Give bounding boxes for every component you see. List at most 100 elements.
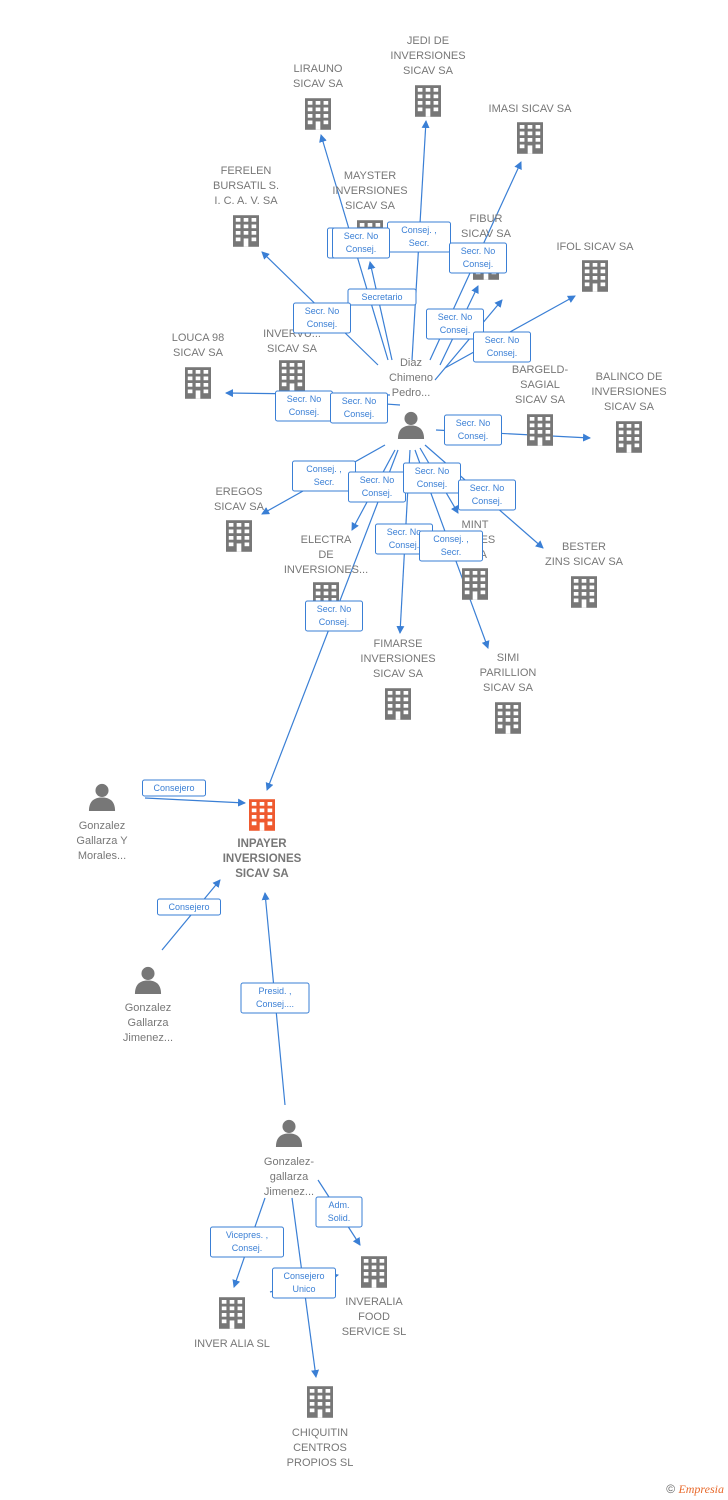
relation-label-text: Secr. [409,238,430,248]
node-invervu[interactable]: INVERVU...SICAV SA [263,328,321,392]
node-label: IFOL SICAV SA [556,241,634,253]
node-label: SICAV SA [604,401,655,413]
node-gz_jimenez1[interactable]: GonzalezGallarzaJimenez... [123,966,173,1044]
relation-label-e13[interactable]: Secr. No Consej. [348,471,406,503]
node-label: MAYSTER [344,170,396,182]
relation-label-text: Adm. [328,1200,349,1210]
node-label: I. C. A. V. SA [214,195,278,207]
relation-label-text: Consej. , [401,225,437,235]
relation-label-text: Consej. [362,488,393,498]
relation-label-text: Secr. No [360,475,395,485]
relation-label-text: Consej. [487,348,518,358]
node-label: EREGOS [215,486,262,498]
building-icon [462,568,488,600]
relation-label-text: Secr. No [342,396,377,406]
building-icon [571,576,597,608]
node-label: BURSATIL S. [213,180,279,192]
node-fibur[interactable]: FIBUR SICAV SA [461,213,512,280]
relation-label-text: Secretario [361,292,402,302]
node-imasi[interactable]: IMASI SICAV SA [489,103,573,154]
node-label: SICAV SA [403,65,454,77]
node-gz_jimenez2[interactable]: Gonzalez-gallarzaJimenez... [264,1119,314,1198]
node-label: BALINCO DE [596,371,663,383]
relation-label-text: Consej. [319,617,350,627]
node-diaz[interactable]: DiazChimenoPedro... [389,357,433,439]
relation-label-e17[interactable]: Consej. ,Secr. [419,530,483,562]
copyright-icon: © [666,1482,676,1496]
node-label: SICAV SA [461,228,512,240]
node-label: SICAV SA [483,682,534,694]
node-label: INPAYER [237,838,287,850]
node-label: Pedro... [392,387,431,399]
relation-label-e4[interactable]: Secretario [347,288,417,306]
relation-label-e10[interactable]: Secr. No Consej. [330,392,388,424]
person-icon [134,966,162,994]
relation-edge-e19 [144,797,246,807]
node-label: Gonzalez- [264,1156,314,1168]
building-icon [616,421,642,453]
relation-label-text: Secr. No [387,527,422,537]
node-label: Gonzalez [125,1002,171,1014]
relation-label-e23[interactable]: Vicepres. ,Consej. [210,1226,284,1258]
node-label: LIRAUNO [294,63,343,75]
node-electra[interactable]: ELECTRADEINVERSIONES... [284,534,368,614]
relation-label-text: Secr. No [287,394,322,404]
building-icon [415,85,441,117]
copyright-watermark: © Empresia [666,1482,724,1497]
node-ferelen[interactable]: FERELEN BURSATIL S. I. C. A. V. SA [213,165,279,247]
relation-label-e12[interactable]: Consej. ,Secr. [292,460,356,492]
relation-label-text: Consej. , [306,464,342,474]
node-label: PROPIOS SL [287,1457,354,1469]
node-label: Jimenez... [123,1032,173,1044]
relation-label-e19[interactable]: Consejero [142,779,206,797]
node-label: FIBUR [470,213,503,225]
node-inver_alia[interactable]: INVER ALIA SL [194,1297,270,1350]
relation-label-text: Secr. No [470,483,505,493]
relation-label-e22[interactable]: Adm.Solid. [315,1196,363,1228]
relation-label-e15[interactable]: Secr. No Consej. [458,479,516,511]
building-icon [305,98,331,130]
relation-label-e20[interactable]: Consejero [157,898,221,916]
relation-label-e2[interactable]: Consej. , Secr. [387,221,451,253]
node-ifol[interactable]: IFOL SICAV SA [556,241,634,292]
node-label: ELECTRA [301,534,352,546]
relation-label-text: Consej. [472,496,503,506]
relation-label-text: Consej. [344,409,375,419]
relation-label-text: Consej.... [256,999,294,1009]
node-label: JEDI DE [407,35,449,47]
building-icon [495,702,521,734]
node-label: SICAV SA [345,200,396,212]
node-label: LOUCA 98 [172,332,225,344]
building-icon [361,1256,387,1288]
node-label: FERELEN [221,165,272,177]
node-label: DE [318,549,333,561]
node-label: SICAV SA [515,394,566,406]
relation-label-text: Secr. No [438,312,473,322]
relation-label-e21[interactable]: Presid. ,Consej.... [240,982,310,1014]
node-label: FIMARSE [374,638,423,650]
